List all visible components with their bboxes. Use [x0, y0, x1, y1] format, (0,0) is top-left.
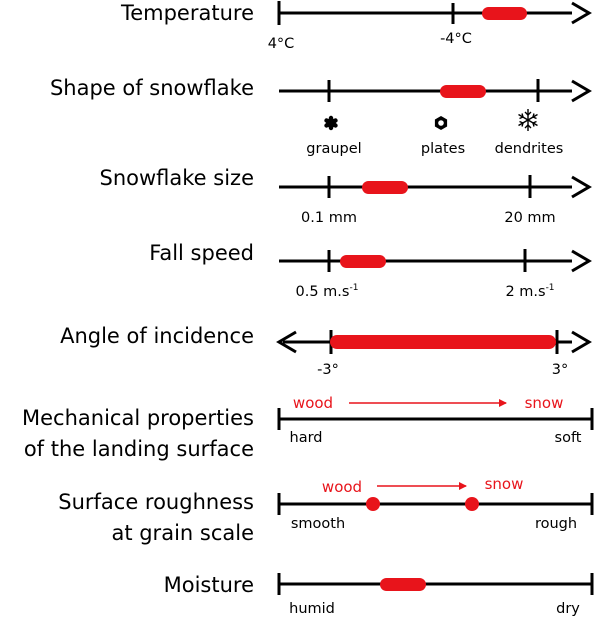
shape-tick-plates: plates: [421, 141, 465, 157]
mechanical-label-line1: Mechanical properties: [22, 406, 254, 430]
temperature-tick-minus4c: -4°C: [440, 31, 472, 47]
mechanical-tick-soft: soft: [555, 430, 582, 446]
row-fall-speed: Fall speed 0.5 m.s-1 2 m.s-1: [149, 241, 592, 300]
angle-tick-minus3: -3°: [317, 362, 339, 378]
roughness-to-label: snow: [485, 475, 524, 493]
size-label: Snowflake size: [100, 166, 255, 190]
mechanical-label-line2: of the landing surface: [24, 437, 254, 461]
row-roughness: Surface roughness at grain scale wood sn…: [58, 475, 594, 545]
mechanical-to-label: snow: [525, 394, 564, 412]
size-tick-20mm: 20 mm: [504, 210, 555, 226]
moisture-label: Moisture: [164, 573, 254, 597]
dendrite-icon: [518, 109, 538, 131]
shape-label: Shape of snowflake: [50, 76, 254, 100]
row-moisture: Moisture humid dry: [164, 573, 594, 617]
moisture-tick-dry: dry: [556, 601, 580, 617]
fall-speed-range-bar: [340, 255, 386, 268]
moisture-range-bar: [380, 578, 426, 591]
roughness-label-line1: Surface roughness: [58, 490, 254, 514]
angle-tick-3: 3°: [552, 362, 568, 378]
size-tick-01mm: 0.1 mm: [301, 210, 357, 226]
shape-tick-dendrites: dendrites: [495, 141, 564, 157]
angle-range-bar: [330, 335, 556, 349]
shape-arrowhead: [571, 79, 592, 103]
temperature-label: Temperature: [120, 1, 254, 25]
angle-arrowhead-right: [571, 330, 592, 354]
mechanical-from-label: wood: [293, 394, 333, 412]
roughness-tick-smooth: smooth: [291, 516, 345, 532]
fall-speed-label: Fall speed: [149, 241, 254, 265]
roughness-from-label: wood: [322, 478, 362, 496]
shape-tick-graupel: graupel: [306, 141, 361, 157]
angle-arrowhead-left: [276, 330, 297, 354]
row-angle: Angle of incidence -3° 3°: [60, 324, 592, 378]
row-temperature: Temperature 4°C -4°C: [120, 1, 592, 52]
shape-range-bar: [440, 85, 486, 98]
row-size: Snowflake size 0.1 mm 20 mm: [100, 166, 592, 226]
mechanical-tick-hard: hard: [290, 430, 323, 446]
temperature-tick-4c: 4°C: [268, 36, 295, 52]
row-mechanical: Mechanical properties of the landing sur…: [22, 394, 594, 461]
plate-icon: [434, 116, 448, 130]
roughness-tick-rough: rough: [535, 516, 577, 532]
row-shape: Shape of snowflake: [50, 76, 592, 157]
size-arrowhead: [571, 175, 592, 199]
roughness-wood-dot: [366, 497, 380, 511]
roughness-label-line2: at grain scale: [111, 521, 254, 545]
fall-speed-tick-05: 0.5 m.s-1: [296, 283, 359, 300]
angle-label: Angle of incidence: [60, 324, 254, 348]
size-range-bar: [362, 181, 408, 194]
roughness-snow-dot: [465, 497, 479, 511]
fall-speed-tick-2: 2 m.s-1: [505, 283, 554, 300]
graupel-icon: [324, 115, 338, 131]
moisture-tick-humid: humid: [289, 601, 335, 617]
temperature-range-bar: [482, 7, 527, 20]
fall-speed-arrowhead: [571, 249, 592, 273]
temperature-arrowhead: [571, 1, 592, 25]
